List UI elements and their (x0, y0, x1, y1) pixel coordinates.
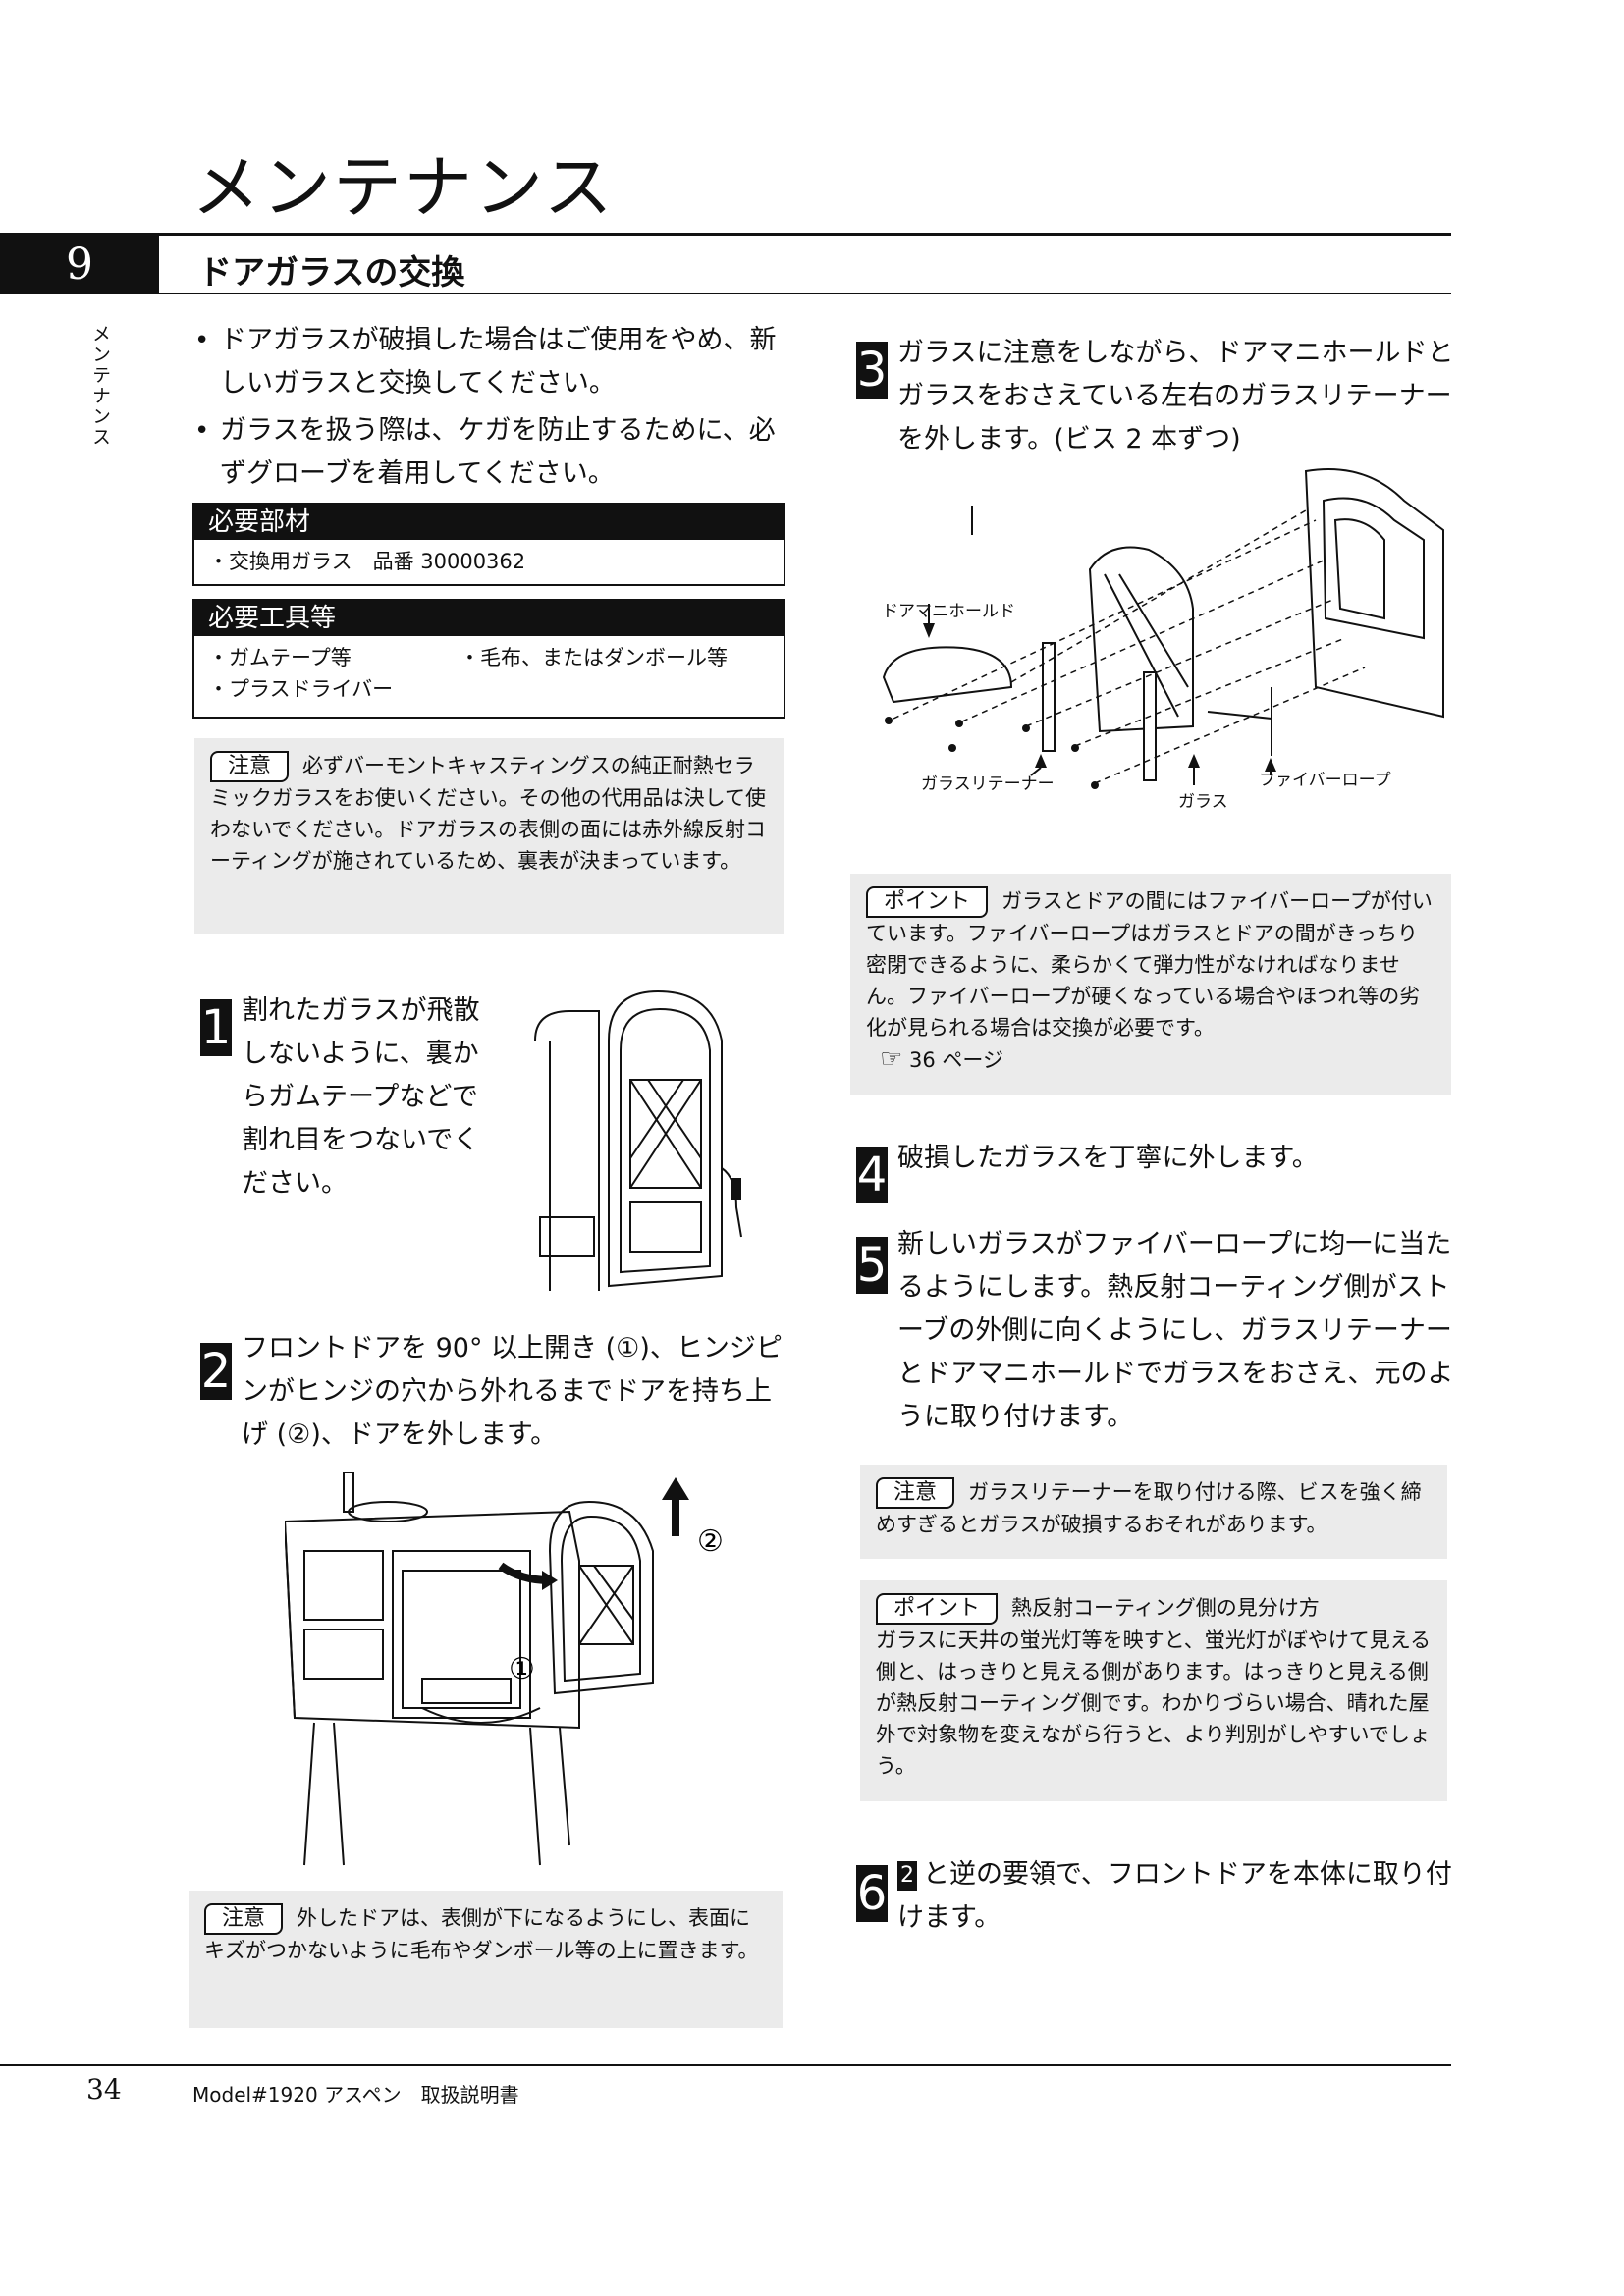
point-tag: ポイント (866, 886, 989, 918)
mark-1-label: ① (509, 1652, 535, 1686)
point-text: ガラスに天井の蛍光灯等を映すと、蛍光灯がぼやけて見える側と、はっきりと見える側が… (876, 1629, 1432, 1778)
step-text: 割れたガラスが飛散しないように、裏からガムテープなどで割れ目をつないでください。 (242, 995, 480, 1199)
caution-tag: 注意 (876, 1477, 955, 1509)
point-note: ポイント熱反射コーティング側の見分け方 ガラスに天井の蛍光灯等を映すと、蛍光灯が… (860, 1580, 1447, 1801)
parts-box: 必要部材 ・交換用ガラス 品番 30000362 (192, 503, 785, 586)
tools-item: ・プラスドライバー (208, 677, 394, 701)
caution-note: 注意必ずバーモントキャスティングスの純正耐熱セラミックガラスをお使いください。そ… (194, 738, 784, 934)
footer-rule (0, 2064, 1451, 2066)
section-rule (159, 293, 1451, 294)
tools-box: 必要工具等 ・ガムテープ等 ・毛布、またはダンボール等 ・プラスドライバー (192, 599, 785, 719)
glass-label: ガラス (1178, 792, 1228, 812)
parts-item: ・交換用ガラス 品番 30000362 (208, 550, 526, 573)
manifold-label: ドアマニホールド (882, 602, 1015, 621)
caution-text: 必ずバーモントキャスティングスの純正耐熱セラミックガラスをお使いください。その他… (210, 754, 766, 873)
footer-text: Model#1920 アスペン 取扱説明書 (192, 2083, 519, 2107)
step-number: 2 (200, 1343, 232, 1400)
bullet-item: ガラスを扱う際は、ケガを防止するために、必ずグローブを着用してください。 (192, 409, 791, 496)
exploded-glass-diagram (882, 468, 1444, 789)
caution-text: 外したドアは、表側が下になるようにし、表面にキズがつかないように毛布やダンボール… (204, 1906, 759, 1962)
step-number: 5 (856, 1237, 888, 1294)
section-title: ドアガラスの交換 (198, 253, 465, 293)
mark-2-label: ② (697, 1524, 724, 1559)
sidebar-label: メンテナンス (89, 324, 111, 448)
point-text: ガラスとドアの間にはファイバーロープが付いています。ファイバーロープはガラスとド… (866, 889, 1433, 1040)
tools-item: ・毛布、またはダンボール等 (460, 646, 728, 669)
point-tag: ポイント (876, 1593, 999, 1625)
step-number: 3 (856, 342, 888, 399)
step-text: 破損したガラスを丁寧に外します。 (897, 1143, 1319, 1173)
pointing-hand-icon: ☞ (880, 1044, 903, 1074)
step-text: ガラスに注意をしながら、ドアマニホールドとガラスをおさえている左右のガラスリテー… (897, 338, 1454, 454)
page-title: メンテナンス (191, 147, 615, 228)
caution-tag: 注意 (204, 1903, 284, 1935)
header-rule (0, 233, 1451, 236)
step-reference-number: 2 (897, 1860, 917, 1891)
caution-note: 注意ガラスリテーナーを取り付ける際、ビスを強く締めすぎるとガラスが破損するおそれ… (860, 1465, 1447, 1559)
parts-header: 必要部材 (194, 505, 784, 540)
page-reference: ☞ 36 ページ (866, 1043, 1435, 1076)
tools-header: 必要工具等 (194, 601, 784, 636)
step-number: 1 (200, 999, 232, 1056)
step-text: フロントドアを 90° 以上開き (①)、ヒンジピンがヒンジの穴から外れるまでド… (242, 1333, 783, 1450)
point-heading: 熱反射コーティング側の見分け方 (1011, 1596, 1320, 1620)
tools-item: ・ガムテープ等 (208, 646, 352, 669)
step-number: 4 (856, 1147, 888, 1203)
point-note: ポイントガラスとドアの間にはファイバーロープが付いています。ファイバーロープはガ… (850, 874, 1451, 1095)
stove-door-removal-illustration: ② ① (285, 1472, 724, 1866)
page-reference-text: 36 ページ (909, 1048, 1003, 1072)
fiber-rope-label: ファイバーロープ (1259, 771, 1391, 790)
page-number: 34 (86, 2073, 122, 2106)
bullet-item: ドアガラスが破損した場合はご使用をやめ、新しいガラスと交換してください。 (192, 319, 791, 405)
retainer-label: ガラスリテーナー (921, 774, 1055, 794)
warning-bullets: ドアガラスが破損した場合はご使用をやめ、新しいガラスと交換してください。 ガラス… (192, 319, 791, 500)
caution-tag: 注意 (210, 751, 290, 782)
step-number: 6 (856, 1865, 888, 1922)
step-text: 新しいガラスがファイバーロープに均一に当たるようにします。熱反射コーティング側が… (897, 1229, 1454, 1432)
caution-note: 注意外したドアは、表側が下になるようにし、表面にキズがつかないように毛布やダンボ… (189, 1891, 783, 2028)
section-number: 9 (0, 236, 159, 294)
open-door-illustration (534, 989, 742, 1291)
caution-text: ガラスリテーナーを取り付ける際、ビスを強く締めすぎるとガラスが破損するおそれがあ… (876, 1480, 1422, 1536)
